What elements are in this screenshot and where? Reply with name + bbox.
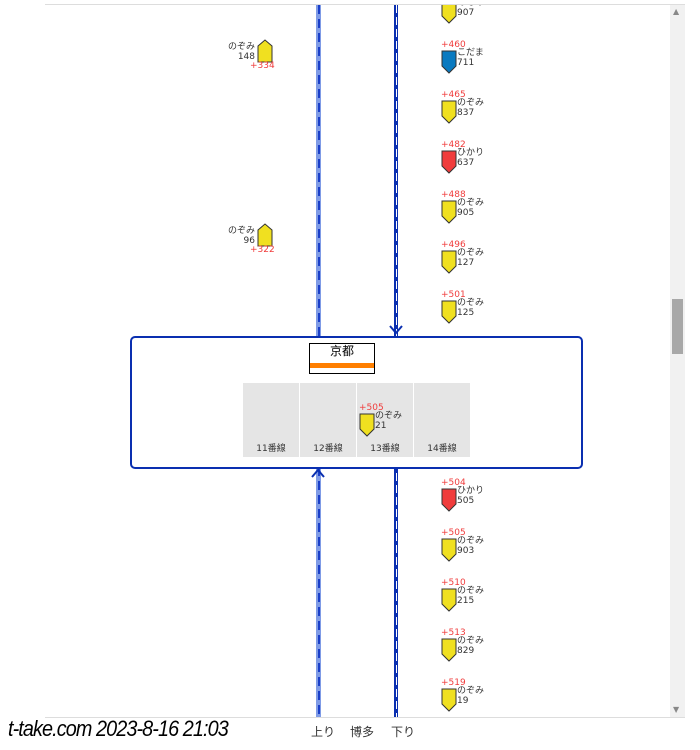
scroll-up-icon[interactable]: ▲ <box>673 7 680 16</box>
train-type: のぞみ <box>457 5 484 8</box>
down-direction-link[interactable]: 下り <box>391 725 416 739</box>
scroll-down-icon[interactable]: ▼ <box>673 705 680 714</box>
up-train-marker-icon[interactable] <box>257 39 273 63</box>
train-delay: +505 <box>441 528 466 538</box>
scrollbar-thumb[interactable] <box>672 299 683 354</box>
train-type: のぞみ <box>457 98 485 108</box>
down-train-marker-icon[interactable] <box>359 413 375 437</box>
train-number: 907 <box>457 8 475 18</box>
down-train-marker-icon[interactable] <box>441 100 457 124</box>
train-number: 905 <box>457 208 475 218</box>
train-number: 215 <box>457 596 475 606</box>
up-train-marker-icon[interactable] <box>257 223 273 247</box>
down-train-marker-icon[interactable] <box>441 150 457 174</box>
platform-11: 11番線 <box>243 383 299 457</box>
train-number: 637 <box>457 158 475 168</box>
station-name: 京都 <box>309 343 375 374</box>
train-type: ひかり <box>457 486 485 496</box>
train-type: のぞみ <box>457 636 485 646</box>
scrollbar[interactable] <box>670 5 685 717</box>
train-delay: +504 <box>441 478 466 488</box>
hakata-link[interactable]: 博多 <box>350 725 375 739</box>
down-arrow-icon <box>389 325 403 335</box>
train-number: 837 <box>457 108 475 118</box>
train-number: 96 <box>243 236 255 246</box>
train-number: 21 <box>375 421 387 431</box>
train-delay: +513 <box>441 628 466 638</box>
site-brand-timestamp: t-take.com 2023-8-16 21:03 <box>8 716 229 741</box>
up-direction-link[interactable]: 上り <box>311 725 336 739</box>
train-number: 505 <box>457 496 475 506</box>
train-delay: +460 <box>441 40 466 50</box>
platform-label: 13番線 <box>370 444 400 454</box>
train-type: ひかり <box>457 148 485 158</box>
down-train-marker-icon[interactable] <box>441 250 457 274</box>
up-arrow-icon <box>311 468 325 478</box>
train-type: のぞみ <box>227 226 255 236</box>
train-delay: +519 <box>441 678 466 688</box>
train-number: 829 <box>457 646 475 656</box>
train-delay: +510 <box>441 578 466 588</box>
down-train-marker-icon[interactable] <box>441 4 457 24</box>
train-type: のぞみ <box>227 42 255 52</box>
train-number: 711 <box>457 58 475 68</box>
train-delay: +496 <box>441 240 466 250</box>
platform-14: 14番線 <box>414 383 470 457</box>
train-delay: +322 <box>250 245 275 255</box>
train-delay: +334 <box>250 61 275 71</box>
station-name-text: 京都 <box>329 344 354 358</box>
down-train-marker-icon[interactable] <box>441 638 457 662</box>
station-line-color-bar <box>310 363 374 368</box>
train-type: のぞみ <box>457 298 485 308</box>
train-number: 148 <box>237 52 255 62</box>
down-train-marker-icon[interactable] <box>441 300 457 324</box>
train-delay: +501 <box>441 290 466 300</box>
train-type: のぞみ <box>457 536 485 546</box>
down-train-marker-icon[interactable] <box>441 538 457 562</box>
down-train-marker-icon[interactable] <box>441 488 457 512</box>
train-delay: +488 <box>441 190 466 200</box>
train-type: のぞみ <box>457 198 485 208</box>
train-number: 127 <box>457 258 475 268</box>
diagram-view: のぞみ907+460こだま711+465のぞみ837+482ひかり637+488… <box>45 4 685 718</box>
train-delay: +465 <box>441 90 466 100</box>
train-number: 903 <box>457 546 475 556</box>
down-train-marker-icon[interactable] <box>441 588 457 612</box>
down-train-marker-icon[interactable] <box>441 200 457 224</box>
train-type: のぞみ <box>457 586 485 596</box>
train-type: のぞみ <box>375 411 403 421</box>
train-type: こだま <box>457 48 484 58</box>
train-number: 19 <box>457 696 469 706</box>
platform-label: 11番線 <box>256 444 286 454</box>
train-number: 125 <box>457 308 475 318</box>
platform-12: 12番線 <box>300 383 356 457</box>
down-train-marker-icon[interactable] <box>441 50 457 74</box>
platform-label: 14番線 <box>427 444 457 454</box>
down-train-marker-icon[interactable] <box>441 688 457 712</box>
train-delay: +482 <box>441 140 466 150</box>
train-type: のぞみ <box>457 686 485 696</box>
train-type: のぞみ <box>457 248 485 258</box>
train-delay: +505 <box>359 403 384 413</box>
platform-label: 12番線 <box>313 444 343 454</box>
